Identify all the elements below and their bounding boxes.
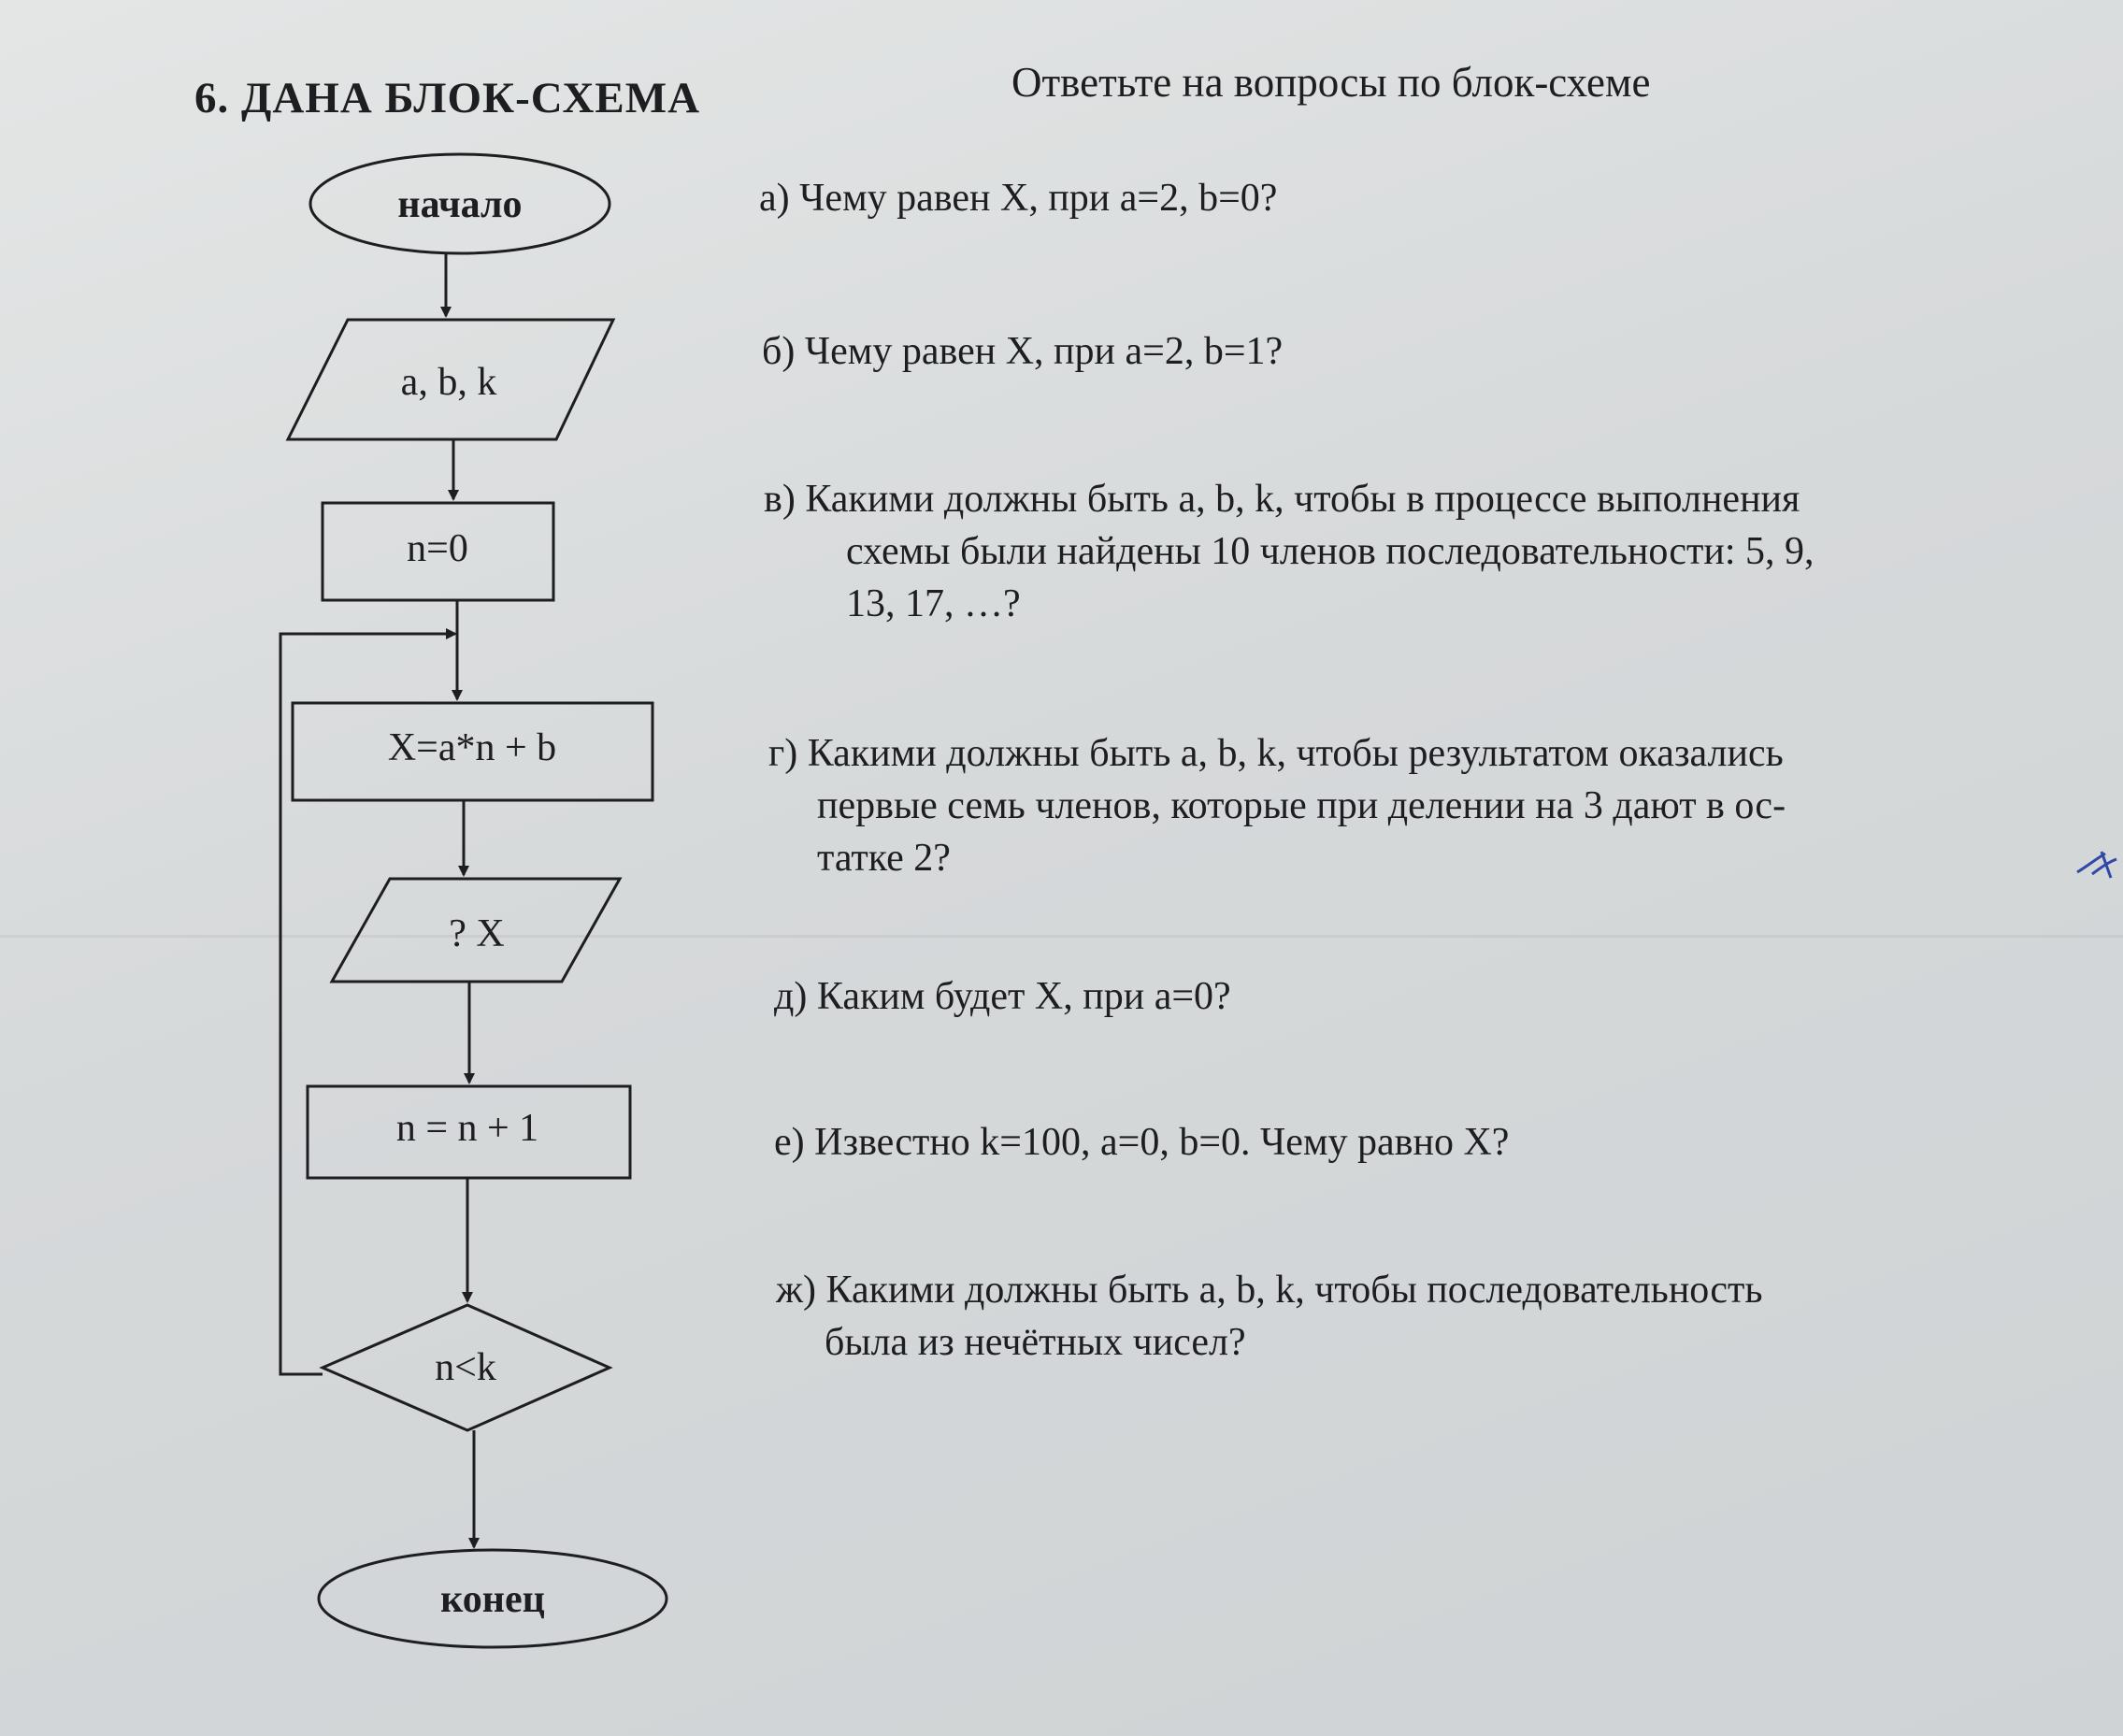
question-v-line2: схемы были найдены 10 членов последовате… (846, 530, 1815, 573)
question-e-label: е) (774, 1121, 805, 1164)
question-b-text: Чему равен X, при a=2, b=1? (804, 330, 1284, 373)
loop-back-arrow (279, 628, 457, 1376)
question-d-label: д) (774, 975, 808, 1018)
question-v-line1: Какими должны быть a, b, k, чтобы в проц… (805, 478, 1800, 521)
question-a-text: Чему равен X, при a=2, b=0? (799, 177, 1278, 220)
condition-block: n<k (319, 1303, 613, 1432)
question-v-line3: 13, 17, …? (846, 582, 1021, 625)
question-v-label: в) (764, 478, 796, 521)
init-label: n=0 (407, 527, 468, 570)
question-g-line2: первые семь членов, которые при делении … (817, 784, 1786, 827)
end-terminal: конец (317, 1548, 668, 1649)
increment-label: n = n + 1 (396, 1107, 538, 1150)
question-zh-line2: была из нечётных чисел? (825, 1321, 1246, 1364)
end-label: конец (440, 1578, 545, 1621)
init-block: n=0 (321, 501, 555, 602)
pen-mark (2076, 851, 2117, 879)
task-title: 6. ДАНА БЛОК-СХЕМА (194, 74, 701, 122)
question-e: е) Известно k=100, a=0, b=0. Чему равно … (774, 1116, 1924, 1169)
increment-block: n = n + 1 (306, 1084, 632, 1180)
question-g-label: г) (768, 732, 798, 775)
question-b-label: б) (762, 330, 796, 373)
input-label: a, b, k (401, 361, 497, 404)
question-v: в) Какими должны быть a, b, k, чтобы в п… (764, 473, 1914, 630)
question-zh-line1: Какими должны быть a, b, k, чтобы послед… (825, 1269, 1763, 1312)
output-block: ? X (329, 877, 623, 983)
question-d-text: Каким будет X, при a=0? (816, 975, 1231, 1018)
question-b: б) Чему равен X, при a=2, b=1? (762, 325, 1912, 378)
question-g: г) Какими должны быть a, b, k, чтобы рез… (768, 727, 1918, 884)
paper-fold (0, 935, 2123, 938)
input-block: a, b, k (285, 318, 616, 441)
start-label: начало (397, 183, 522, 226)
question-e-text: Известно k=100, a=0, b=0. Чему равно X? (814, 1121, 1510, 1164)
question-a-label: а) (759, 177, 790, 220)
output-label: ? X (449, 912, 504, 955)
question-a: а) Чему равен X, при a=2, b=0? (759, 172, 1909, 224)
question-zh: ж) Какими должны быть a, b, k, чтобы пос… (776, 1264, 1926, 1369)
question-g-line3: татке 2? (817, 837, 951, 880)
question-zh-label: ж) (776, 1269, 817, 1312)
start-terminal: начало (308, 152, 611, 255)
question-d: д) Каким будет X, при a=0? (774, 970, 1924, 1023)
compute-block: X=a*n + b (291, 701, 654, 802)
condition-label: n<k (435, 1346, 496, 1389)
question-g-line1: Какими должны быть a, b, k, чтобы резуль… (807, 732, 1784, 775)
questions-heading: Ответьте на вопросы по блок-схеме (1011, 59, 1651, 106)
compute-label: X=a*n + b (388, 726, 556, 769)
